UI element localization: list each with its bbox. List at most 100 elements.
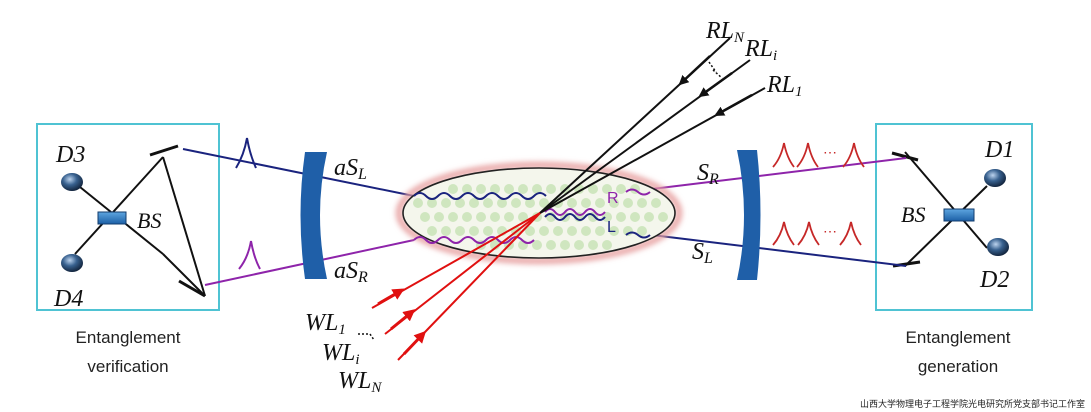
atom-ensemble-glow	[396, 162, 682, 264]
wave-blue-right	[544, 213, 606, 221]
write-arrow-1	[377, 288, 405, 306]
atom-dot	[630, 212, 640, 222]
atom-dot	[595, 226, 605, 236]
atom-dot	[469, 226, 479, 236]
beam-splitter-left-label: BS	[137, 208, 161, 233]
atom-dot	[623, 198, 633, 208]
detector-d4-icon	[61, 254, 83, 272]
atom-dot	[490, 212, 500, 222]
wave-purple-right	[544, 208, 606, 216]
atom-dot	[581, 198, 591, 208]
write-dots	[358, 333, 375, 341]
detector-d3-icon	[61, 173, 83, 191]
atom-dot	[490, 184, 500, 194]
cavity-mirror-left	[300, 152, 327, 279]
watermark: 山西大学物理电子工程学院光电研究所党支部书记工作室	[859, 400, 1085, 410]
detector-d4-label: D4	[53, 286, 83, 312]
atom-dot	[455, 226, 465, 236]
atom-dot	[483, 226, 493, 236]
read-label-1: RL1	[766, 72, 803, 100]
wave-purple-left	[413, 236, 535, 244]
pulse-train-top-dots: ⋯	[823, 144, 837, 160]
atom-dot	[588, 184, 598, 194]
atom-dot	[525, 198, 535, 208]
cavity-label-sr: SR	[697, 160, 719, 188]
atom-dot	[574, 240, 584, 250]
atom-dot	[581, 226, 591, 236]
atom-dot	[448, 184, 458, 194]
atom-dot	[602, 212, 612, 222]
atom-dot	[637, 226, 647, 236]
read-label-i: RLi	[744, 36, 777, 64]
detector-d1-icon	[984, 169, 1006, 187]
cavity-label-asr: aSR	[334, 258, 368, 286]
left-module-box	[36, 123, 220, 311]
atom-dot	[511, 198, 521, 208]
atom-dot	[518, 184, 528, 194]
atom-dot	[469, 198, 479, 208]
atom-dot	[616, 212, 626, 222]
atom-dot	[644, 212, 654, 222]
atom-dot	[539, 226, 549, 236]
atom-dot	[525, 226, 535, 236]
atom-dot	[476, 184, 486, 194]
detector-d1-label: D1	[984, 137, 1014, 163]
atom-dot	[504, 212, 514, 222]
atom-dot	[427, 198, 437, 208]
atom-dot	[539, 198, 549, 208]
atom-dot	[448, 212, 458, 222]
atom-dot	[455, 198, 465, 208]
atom-dot	[434, 212, 444, 222]
atom-dot	[518, 212, 528, 222]
atom-dot	[553, 226, 563, 236]
atom-dot	[413, 198, 423, 208]
detector-d2-label: D2	[979, 267, 1009, 293]
write-label-n: WLN	[338, 368, 382, 396]
atom-dot	[651, 198, 661, 208]
right-caption-line-2: generation	[918, 357, 998, 376]
atom-dot	[616, 184, 626, 194]
atom-dot	[546, 240, 556, 250]
left-caption-line-2: verification	[87, 357, 168, 376]
cavity-label-asl: aSL	[334, 155, 367, 183]
atom-dot	[658, 212, 668, 222]
atom-dot	[497, 198, 507, 208]
write-label-1: WL1	[305, 310, 346, 338]
atom-dot	[490, 240, 500, 250]
wave-purple-r-out	[625, 188, 651, 196]
blue-path-left	[182, 148, 415, 197]
beam-splitter-right-label: BS	[901, 202, 925, 227]
atom-label-l: L	[607, 219, 616, 236]
cavity-mirror-right	[737, 150, 761, 280]
cavity-label-sl: SL	[692, 239, 713, 267]
atom-dot	[560, 240, 570, 250]
atom-dot	[595, 198, 605, 208]
atom-dot	[476, 212, 486, 222]
atom-dot	[427, 226, 437, 236]
purple-path-right	[651, 157, 907, 190]
atom-dot	[567, 198, 577, 208]
atom-dot	[532, 240, 542, 250]
atom-label-r: R	[607, 190, 619, 207]
read-arrow-1	[714, 93, 753, 117]
read-dots	[708, 61, 723, 79]
pulse-train-bottom	[772, 221, 862, 246]
right-caption-line-1: Entanglement	[906, 328, 1011, 347]
read-label-n: RLN	[705, 18, 745, 46]
atom-dot	[609, 198, 619, 208]
atom-dot	[602, 240, 612, 250]
pulse-left-bottom	[238, 240, 261, 270]
beam-splitter-left	[97, 211, 127, 225]
pulse-train-top	[772, 142, 865, 168]
right-module-box	[875, 123, 1033, 311]
beam-splitter-right	[943, 208, 975, 222]
atom-dot	[462, 184, 472, 194]
wave-blue-l-out	[625, 231, 651, 239]
atom-dot	[462, 212, 472, 222]
atom-dot	[504, 184, 514, 194]
atom-dot	[588, 240, 598, 250]
wave-blue-left	[413, 192, 547, 200]
atom-dot	[441, 226, 451, 236]
atom-dot	[420, 212, 430, 222]
read-arrow-i	[698, 71, 733, 98]
